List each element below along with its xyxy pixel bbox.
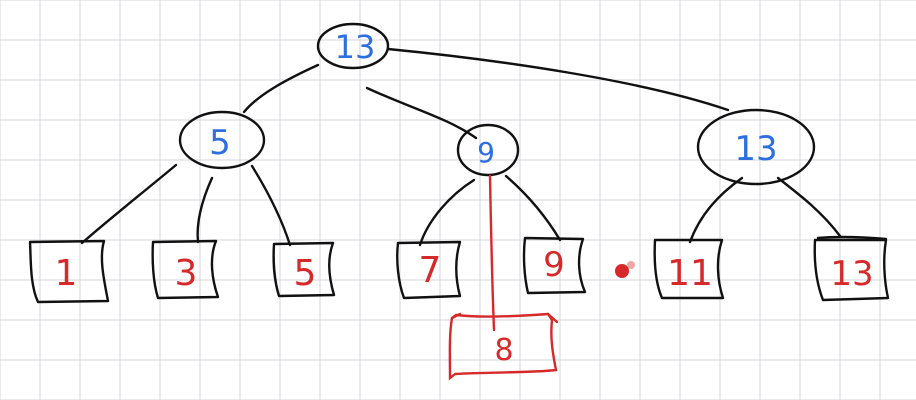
red-dot-trail bbox=[627, 261, 635, 269]
leaf-5-label: 5 bbox=[294, 253, 317, 294]
node-13-right-label: 13 bbox=[734, 129, 777, 169]
leaf-9-label: 9 bbox=[543, 245, 565, 285]
edge-left-leaf1 bbox=[80, 163, 178, 245]
node-5 bbox=[178, 110, 266, 170]
node-13-right bbox=[696, 108, 816, 186]
leaf-labels: 1 3 5 7 9 11 13 8 bbox=[55, 245, 874, 368]
node-9 bbox=[456, 123, 520, 177]
inserted-leaf-label: 8 bbox=[494, 333, 513, 368]
leaf-box-5 bbox=[272, 241, 336, 298]
red-dot-marker bbox=[615, 264, 629, 278]
node-9-label: 9 bbox=[477, 136, 495, 169]
tree-edges bbox=[80, 47, 888, 247]
leaf-11-label: 11 bbox=[667, 253, 713, 294]
leaf-13-label: 13 bbox=[830, 254, 873, 294]
leaf-box-11 bbox=[653, 238, 725, 300]
leaf-3-label: 3 bbox=[175, 253, 198, 294]
edge-root-right bbox=[386, 47, 730, 112]
edge-left-leaf5 bbox=[250, 164, 292, 247]
leaf-boxes bbox=[28, 236, 890, 304]
edge-root-middle bbox=[365, 86, 478, 140]
leaf-box-13 bbox=[813, 238, 890, 302]
internal-nodes bbox=[178, 22, 816, 186]
leaf-box-9 bbox=[522, 236, 587, 295]
edge-middle-leaf9 bbox=[504, 174, 562, 242]
leaf-1-label: 1 bbox=[55, 253, 78, 294]
edge-middle-leaf7 bbox=[418, 178, 476, 247]
node-5-label: 5 bbox=[209, 123, 231, 163]
edge-left-leaf3 bbox=[196, 176, 214, 244]
edge-right-leaf13 bbox=[776, 176, 842, 238]
leaf-box-7 bbox=[396, 240, 462, 300]
root-label: 13 bbox=[335, 28, 376, 66]
internal-labels: 13 5 9 13 bbox=[209, 28, 777, 169]
leaf-7-label: 7 bbox=[419, 250, 442, 291]
leaf-box-3 bbox=[151, 239, 220, 300]
edge-right-leaf11 bbox=[688, 176, 744, 244]
inserted-box-corner bbox=[450, 312, 559, 324]
leaf13-overstroke bbox=[816, 235, 888, 241]
edge-root-left bbox=[242, 63, 320, 114]
insert-pointer-line bbox=[488, 174, 496, 332]
insertion-annotation bbox=[448, 174, 559, 381]
root-node bbox=[316, 22, 390, 70]
leaf-box-1 bbox=[28, 239, 110, 304]
inserted-leaf-box bbox=[448, 312, 558, 381]
